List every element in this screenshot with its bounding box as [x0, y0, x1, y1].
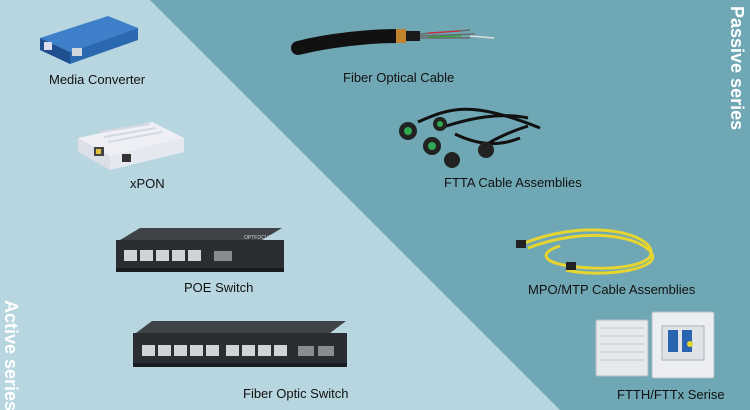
media-converter-image — [40, 16, 138, 64]
fiber-optical-cable-label: Fiber Optical Cable — [343, 70, 454, 85]
fiber-optical-cable-image — [291, 29, 495, 55]
mpo-cable-label: MPO/MTP Cable Assemblies — [528, 282, 696, 297]
active-series-label: Active series — [1, 300, 21, 410]
ftta-cable-image — [399, 107, 541, 168]
xpon-label: xPON — [130, 176, 165, 191]
media-converter-label: Media Converter — [49, 72, 146, 87]
ftta-cable-label: FTTA Cable Assemblies — [444, 175, 582, 190]
active-background — [0, 0, 560, 410]
poe-switch-label: POE Switch — [184, 280, 253, 295]
ftth-box-image — [595, 311, 715, 379]
poe-switch-image: OPTFOCUS — [116, 228, 284, 272]
xpon-image — [78, 122, 184, 170]
fiber-optic-switch-label: Fiber Optic Switch — [243, 386, 348, 401]
mpo-cable-image — [516, 228, 655, 275]
ftth-label: FTTH/FTTx Serise — [617, 387, 725, 402]
fiber-optic-switch-image — [133, 321, 347, 367]
svg-text:OPTFOCUS: OPTFOCUS — [244, 235, 272, 241]
passive-series-label: Passive series — [727, 6, 747, 130]
